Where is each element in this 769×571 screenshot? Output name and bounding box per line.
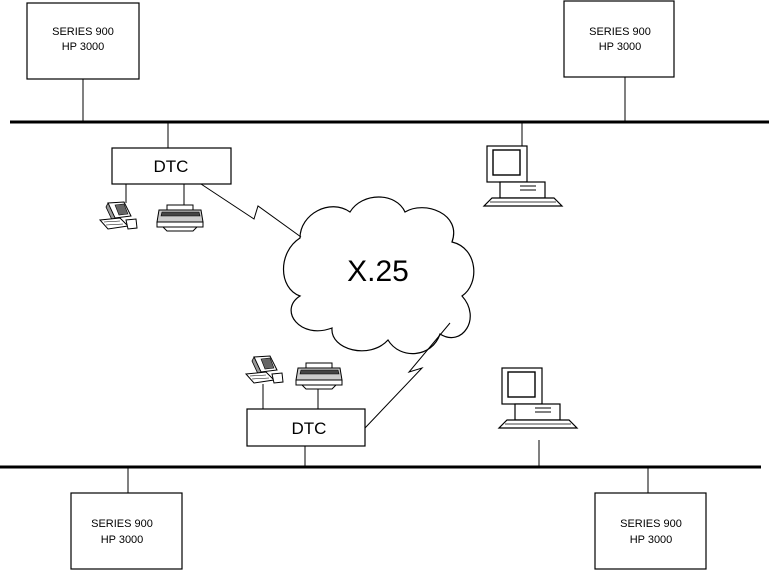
desktop-computer-icon [483,145,563,207]
printer-icon [295,362,343,390]
host-series-900-top-left[interactable]: SERIES 900 HP 3000 [26,2,140,80]
dtc-top[interactable]: DTC [111,147,232,185]
host-name: SERIES 900 [91,518,153,530]
dtc-label: DTC [292,419,327,438]
host-model: HP 3000 [101,534,144,546]
x25-network-cloud [282,196,475,355]
host-model: HP 3000 [62,41,105,53]
x25-link-top [200,183,302,238]
dtc-label: DTC [154,157,189,176]
host-name: SERIES 900 [52,26,114,38]
host-name: SERIES 900 [620,518,682,530]
dtc-bottom[interactable]: DTC [246,408,366,447]
host-model: HP 3000 [599,41,642,53]
x25-link-bottom [364,322,451,429]
host-series-900-bottom-left[interactable]: SERIES 900 HP 3000 [70,492,183,570]
terminal-icon [99,201,138,230]
host-model: HP 3000 [630,534,673,546]
printer-icon [156,204,204,232]
host-series-900-bottom-right[interactable]: SERIES 900 HP 3000 [594,492,707,570]
terminal-icon [245,355,284,384]
host-series-900-top-right[interactable]: SERIES 900 HP 3000 [563,0,675,78]
x25-network-label: X.25 [347,255,409,288]
host-name: SERIES 900 [589,26,651,38]
desktop-computer-icon [498,367,578,429]
